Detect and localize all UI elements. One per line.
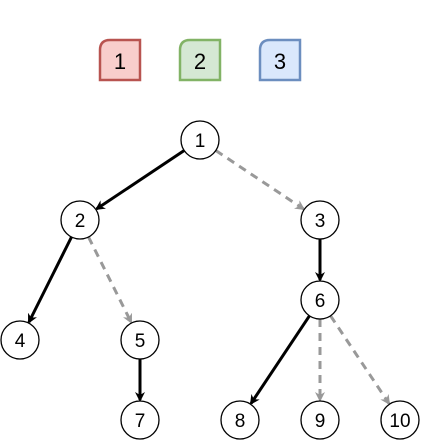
edge-2-to-5 bbox=[87, 236, 133, 324]
node-circle bbox=[220, 400, 260, 440]
node-circle bbox=[300, 400, 340, 440]
badge-3-shape bbox=[258, 38, 302, 82]
badge-2: 2 bbox=[178, 38, 222, 82]
node-circle bbox=[0, 320, 40, 360]
node-label: 1 bbox=[195, 131, 206, 152]
edge-6-to-8 bbox=[249, 314, 311, 406]
badge-1-shape bbox=[98, 38, 142, 82]
edge-1-to-2 bbox=[94, 149, 186, 211]
badge-3-label: 3 bbox=[274, 49, 286, 74]
tree-node-7: 7 bbox=[120, 400, 160, 440]
edge-1-to-3 bbox=[214, 149, 306, 211]
badge-1: 1 bbox=[98, 38, 142, 82]
tree-node-8: 8 bbox=[220, 400, 260, 440]
node-label: 7 bbox=[135, 411, 146, 432]
tree-node-5: 5 bbox=[120, 320, 160, 360]
tree-node-6: 6 bbox=[300, 280, 340, 320]
node-label: 10 bbox=[389, 411, 410, 432]
tree-node-4: 4 bbox=[0, 320, 40, 360]
badge-3: 3 bbox=[258, 38, 302, 82]
tree-node-10: 10 bbox=[380, 400, 420, 440]
nodes: 1 2 3 4 5 6 7 8 9 10 bbox=[0, 120, 420, 440]
tree-node-1: 1 bbox=[180, 120, 220, 160]
badge-2-label: 2 bbox=[194, 49, 206, 74]
legend: 1 2 3 bbox=[98, 38, 302, 82]
badge-2-shape bbox=[178, 38, 222, 82]
edge-6-to-10 bbox=[329, 314, 391, 406]
node-circle bbox=[120, 400, 160, 440]
node-label: 2 bbox=[75, 211, 86, 232]
node-circle bbox=[60, 200, 100, 240]
edge-2-to-4 bbox=[27, 236, 73, 324]
tree-node-3: 3 bbox=[300, 200, 340, 240]
node-label: 3 bbox=[315, 211, 326, 232]
node-circle bbox=[180, 120, 220, 160]
node-circle bbox=[380, 400, 420, 440]
node-label: 8 bbox=[235, 411, 246, 432]
node-circle bbox=[120, 320, 160, 360]
node-circle bbox=[300, 200, 340, 240]
node-label: 5 bbox=[135, 331, 146, 352]
tree-node-2: 2 bbox=[60, 200, 100, 240]
edges bbox=[27, 149, 391, 406]
node-label: 6 bbox=[315, 291, 326, 312]
node-circle bbox=[300, 280, 340, 320]
badge-1-label: 1 bbox=[114, 49, 126, 74]
node-label: 9 bbox=[315, 411, 326, 432]
node-label: 4 bbox=[15, 331, 26, 352]
tree-node-9: 9 bbox=[300, 400, 340, 440]
